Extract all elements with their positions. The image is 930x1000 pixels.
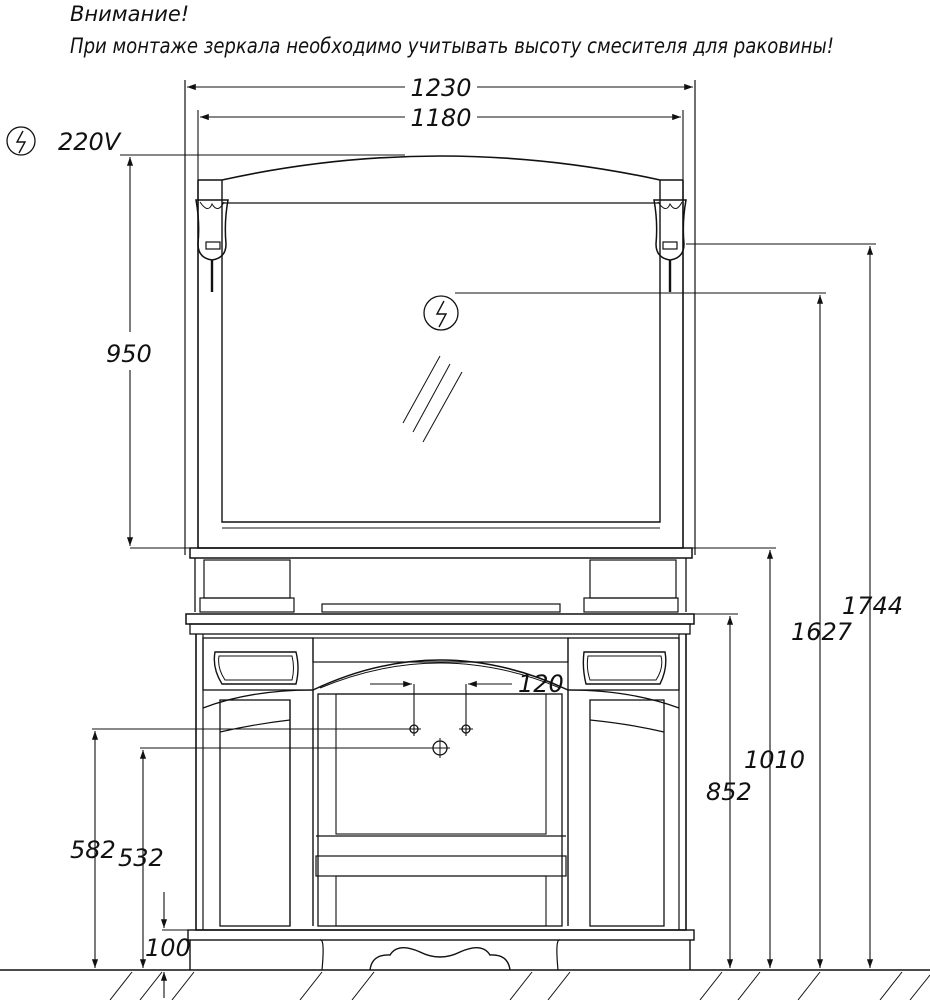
mirror-bottom-height-label: 1010 xyxy=(744,746,805,774)
mirror-height-label: 950 xyxy=(106,340,152,368)
drain-height-label: 532 xyxy=(118,844,164,872)
water-inlet-points: 120 xyxy=(370,670,564,736)
inlet-height-label: 582 xyxy=(70,836,116,864)
faucet-spacing-label: 120 xyxy=(518,670,564,698)
width-dimension-1180: 1180 xyxy=(197,104,684,180)
outlet-height-label: 1744 xyxy=(842,592,903,620)
warning-title: Внимание! xyxy=(70,2,190,26)
floor-line xyxy=(0,969,930,1000)
power-outlet-icon xyxy=(6,126,36,156)
right-lamp-icon xyxy=(653,199,687,292)
mirror-outlet-icon xyxy=(423,295,459,331)
mirror-height-dimension: 950 xyxy=(106,154,405,549)
width-dimension-1230: 1230 xyxy=(184,74,696,555)
light-height-label: 1627 xyxy=(791,618,853,646)
mirror-bottom-height-dimension: 1010 xyxy=(692,547,805,968)
width-total-label: 1230 xyxy=(410,74,471,102)
warning-text: При монтаже зеркала необходимо учитывать… xyxy=(70,34,834,58)
drain-height-dimension: 532 xyxy=(118,747,433,968)
vanity-upper-shelf xyxy=(189,547,693,613)
voltage-label: 220V xyxy=(58,128,122,156)
plinth-height-dimension: 100 xyxy=(145,892,196,998)
vanity-cabinet xyxy=(187,634,695,971)
mirror xyxy=(197,155,684,549)
width-mirror-label: 1180 xyxy=(410,104,471,132)
countertop-height-dimension: 852 xyxy=(690,613,752,968)
inlet-height-dimension: 582 xyxy=(70,728,410,968)
outlet-height-dimension: 1744 xyxy=(686,243,903,968)
left-lamp-icon xyxy=(195,199,229,292)
countertop xyxy=(185,613,695,635)
countertop-height-label: 852 xyxy=(706,778,752,806)
light-height-dimension: 1627 xyxy=(455,292,853,968)
plinth-height-label: 100 xyxy=(145,934,191,962)
